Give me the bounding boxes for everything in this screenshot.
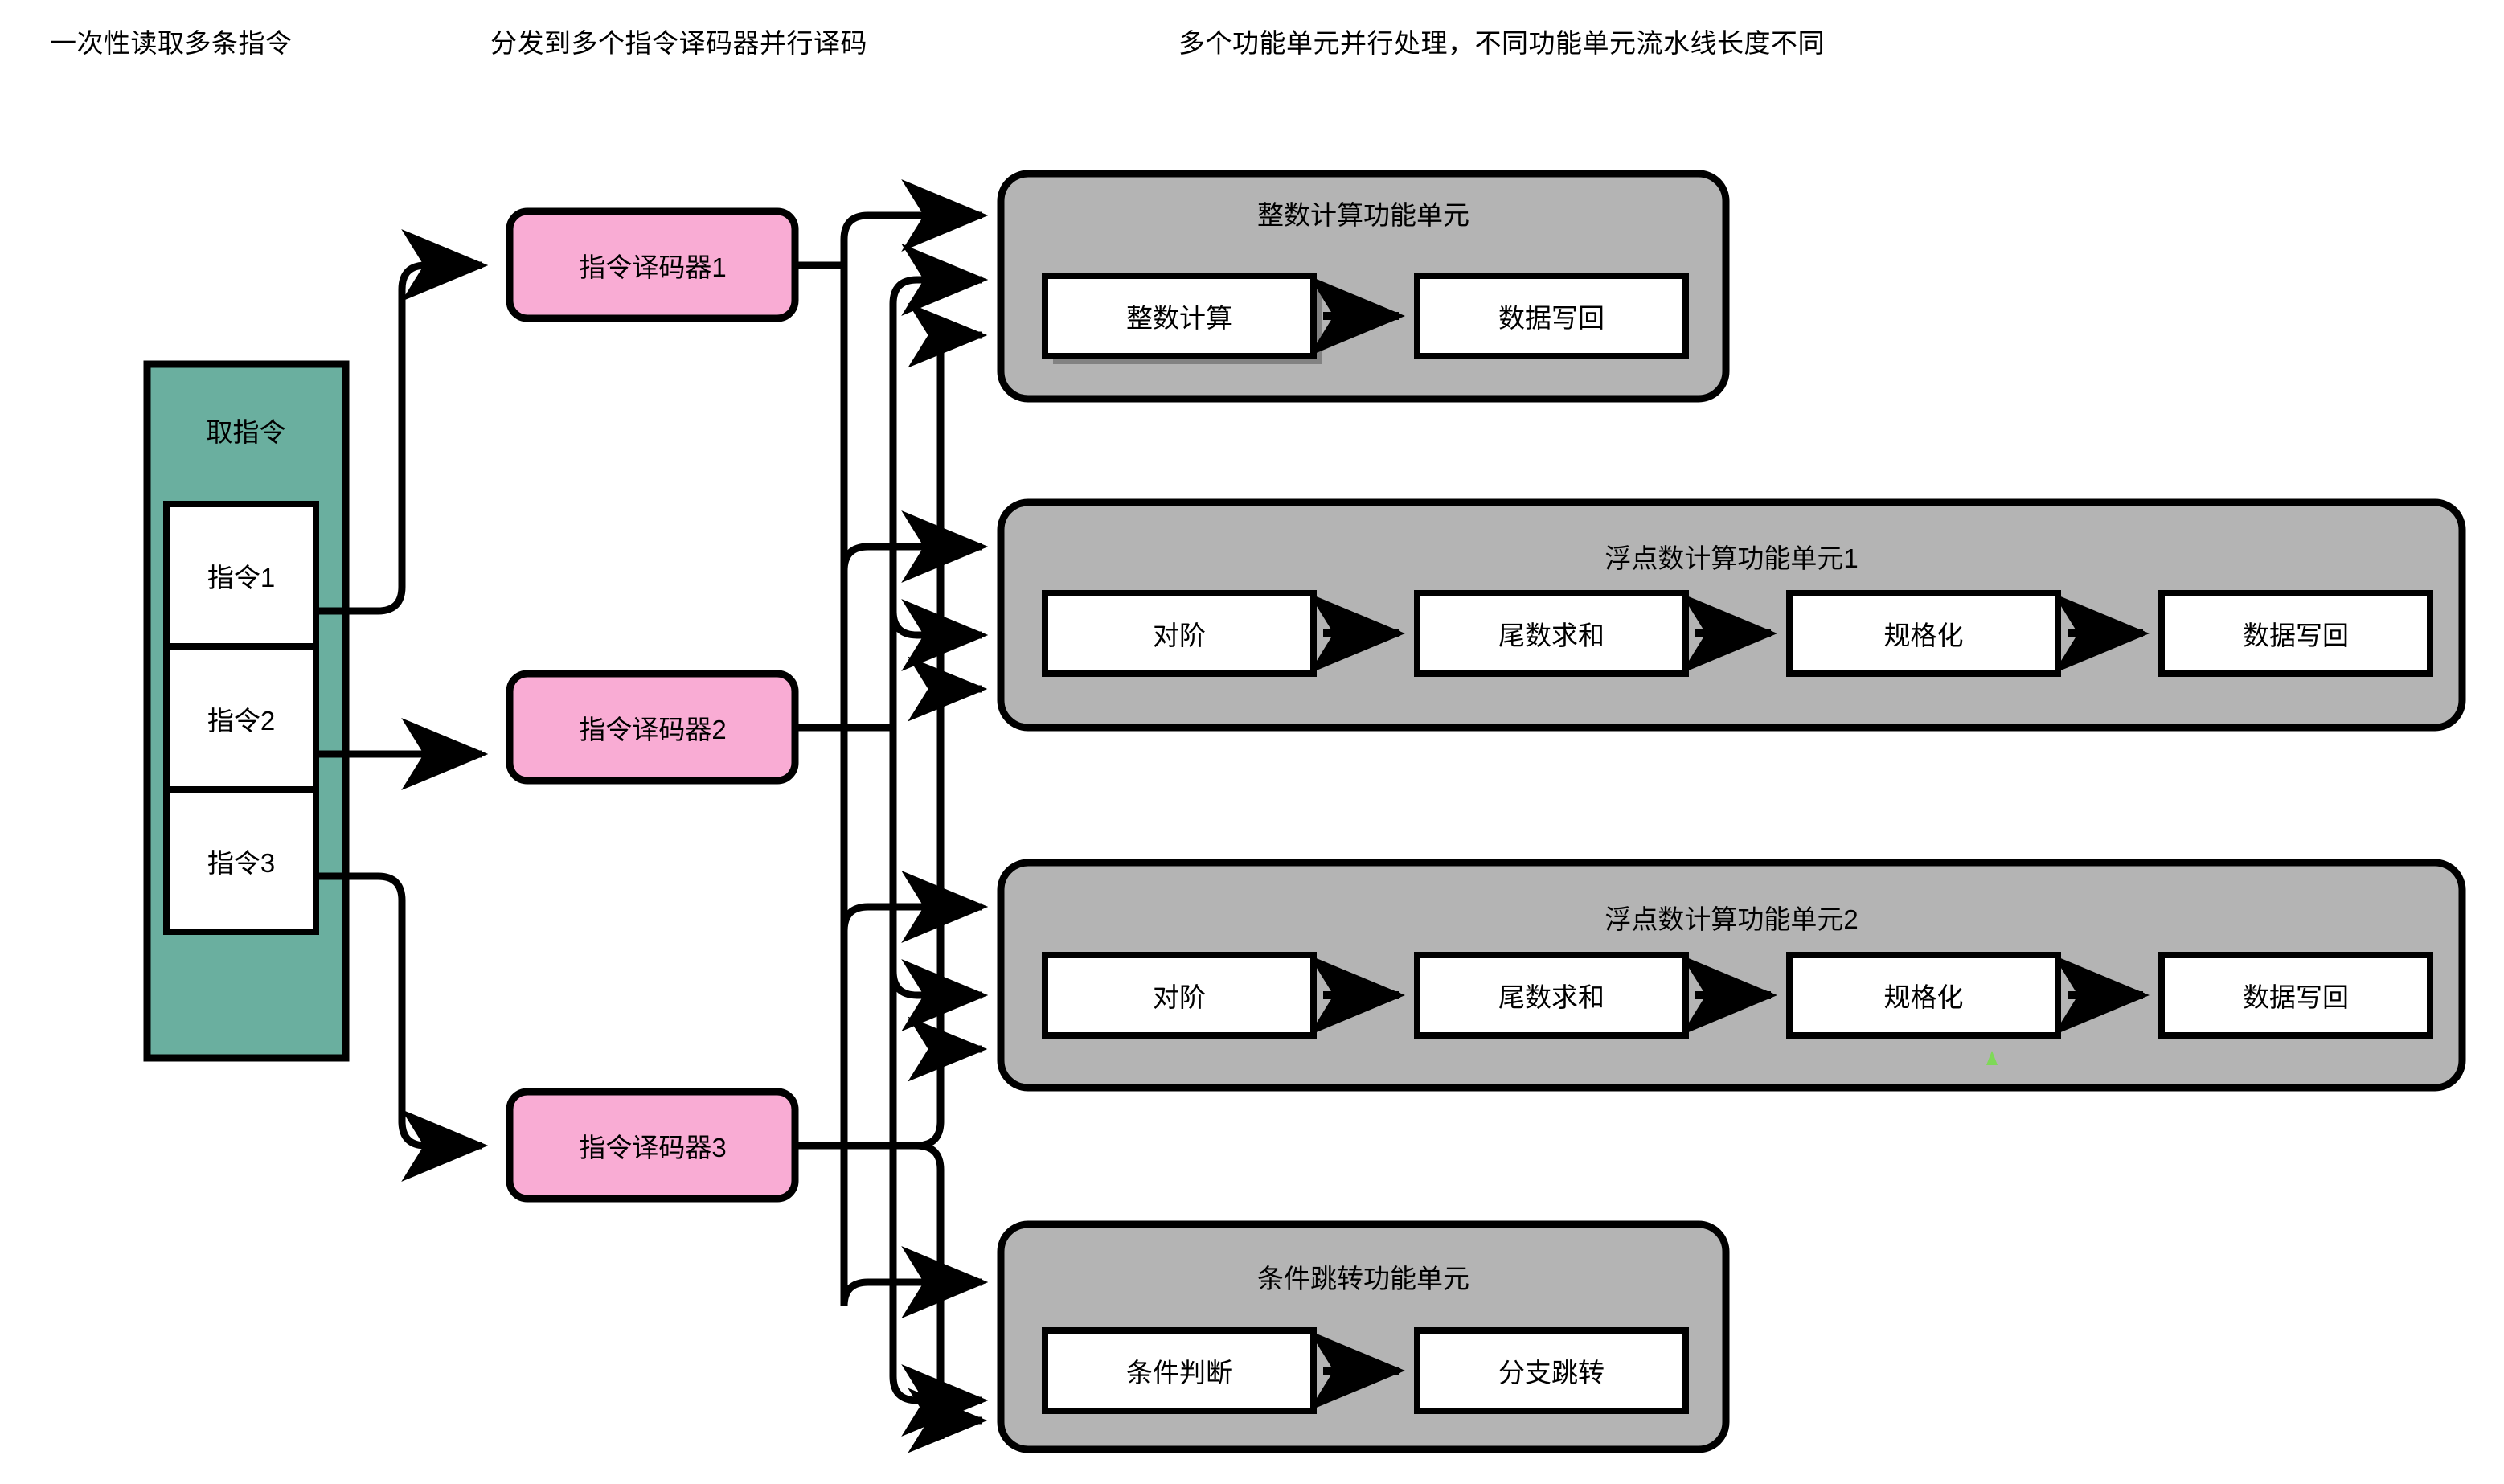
link-dec1-to-float2: [840, 871, 989, 943]
fetch-block[interactable]: [143, 360, 350, 1062]
stage-box-int-0[interactable]: [1042, 273, 1317, 359]
link-dec1-to-branch: [840, 1246, 989, 1318]
link-instr1-to-decoder1: [316, 229, 489, 615]
link-dec3-to-float1: [908, 656, 988, 722]
trunk-decoder3-up: [916, 354, 945, 1150]
link-dec3-to-branch: [908, 1388, 988, 1453]
stage-box-int-1[interactable]: [1414, 273, 1689, 359]
link-dec3-to-float2: [908, 1016, 988, 1082]
stage-box-f2-0[interactable]: [1042, 952, 1317, 1039]
stage-box-f1-0[interactable]: [1042, 590, 1317, 677]
header-execute: 多个功能单元并行处理，不同功能单元流水线长度不同: [1178, 28, 1825, 58]
link-dec1-to-float1: [840, 510, 989, 583]
link-dec2-to-float2: [889, 959, 989, 1031]
decoder-box-1[interactable]: [506, 207, 799, 322]
instruction-list: [163, 501, 319, 935]
stage-box-f1-2[interactable]: [1786, 590, 2061, 677]
green-artifact-marker: [1986, 1051, 1998, 1065]
stage-box-f1-1[interactable]: [1414, 590, 1689, 677]
stage-box-br-0[interactable]: [1042, 1327, 1317, 1414]
stage-box-br-1[interactable]: [1414, 1327, 1689, 1414]
decoder-box-2[interactable]: [506, 670, 799, 785]
link-dec1-to-integer: [840, 179, 989, 265]
trunk-decoder3-down: [916, 1142, 945, 1439]
link-instr3-to-decoder3: [316, 872, 489, 1182]
header-dispatch: 分发到多个指令译码器并行译码: [490, 28, 867, 58]
stage-box-f2-1[interactable]: [1414, 952, 1689, 1039]
link-dec2-to-float1: [889, 599, 989, 671]
stage-box-f1-3[interactable]: [2158, 590, 2433, 677]
stage-box-f2-3[interactable]: [2158, 952, 2433, 1039]
header-fetch: 一次性读取多条指令: [50, 28, 293, 58]
decoder-box-3[interactable]: [506, 1088, 799, 1203]
link-dec3-to-integer: [908, 302, 988, 368]
link-dec2-to-integer: [889, 244, 989, 316]
stage-box-f2-2[interactable]: [1786, 952, 2061, 1039]
